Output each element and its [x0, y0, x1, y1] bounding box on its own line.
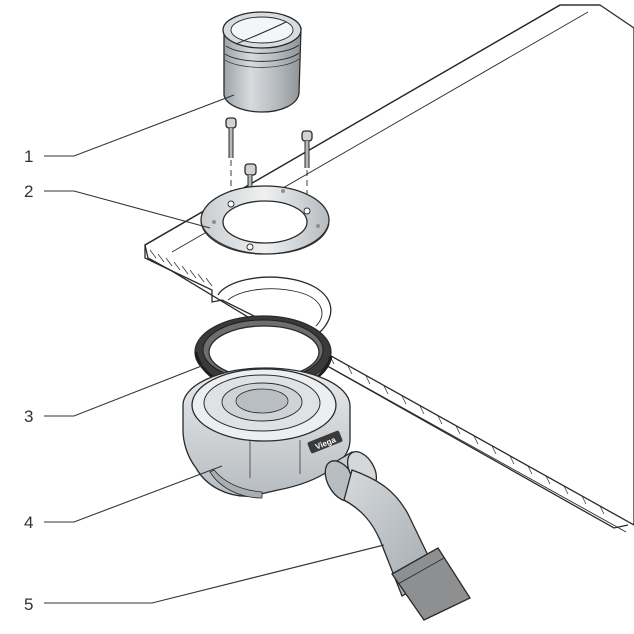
plate-cut-hatching — [149, 249, 213, 287]
callouts: 1 2 3 4 5 — [24, 94, 385, 614]
svg-text:2: 2 — [24, 182, 33, 201]
outlet-pipe-part-5 — [343, 469, 471, 621]
svg-text:3: 3 — [24, 407, 33, 426]
trap-cup-part-1 — [222, 11, 302, 113]
callout-1: 1 — [24, 94, 235, 166]
screw-left — [225, 117, 237, 200]
screws — [225, 117, 313, 248]
callout-5: 5 — [24, 544, 385, 614]
callout-3: 3 — [24, 364, 205, 426]
svg-text:5: 5 — [24, 595, 33, 614]
svg-text:4: 4 — [24, 513, 33, 532]
plate-cut-hatching-right — [311, 345, 605, 515]
screw-right — [301, 130, 313, 205]
svg-text:1: 1 — [24, 147, 33, 166]
callout-2: 2 — [24, 182, 211, 229]
seal-ring-part-3 — [194, 315, 333, 394]
clamping-ring-part-2 — [200, 185, 330, 255]
callout-4: 4 — [24, 465, 223, 532]
